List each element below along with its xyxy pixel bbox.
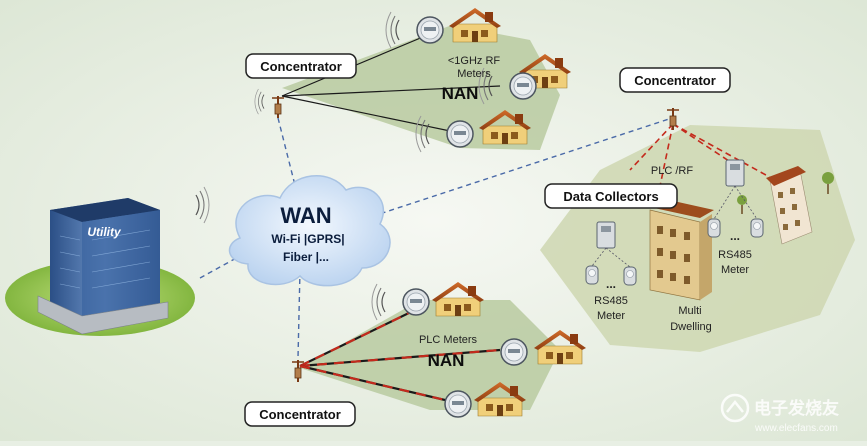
watermark: 电子发烧友 www.elecfans.com: [720, 393, 839, 434]
concentrator-right-label: Concentrator: [634, 73, 716, 88]
plc-links-bottom: [299, 309, 501, 406]
utility-label: Utility: [87, 225, 122, 239]
dots-left: ...: [606, 277, 616, 291]
rs485-links: [591, 185, 758, 268]
concentrator-bottom-label: Concentrator: [259, 407, 341, 422]
rf-meters-line-2: Meters: [457, 68, 491, 80]
dots-right: ...: [730, 229, 740, 243]
data-collectors-box: Data Collectors: [544, 183, 678, 209]
watermark-url: www.elecfans.com: [754, 423, 838, 434]
concentrator-top-label: Concentrator: [260, 59, 342, 74]
plc-rf-label: PLC /RF: [651, 165, 693, 177]
rs485-right-line-1: RS485: [718, 249, 752, 261]
wan-title: WAN: [280, 203, 331, 228]
nan-area-top: [282, 25, 560, 150]
data-collector-left: [596, 221, 616, 249]
apartment-building: [737, 166, 834, 245]
data-collectors-label: Data Collectors: [563, 189, 658, 204]
wan-line-1: Wi-Fi |GPRS|: [271, 232, 344, 246]
concentrator-bottom-box: Concentrator: [244, 401, 356, 427]
multi-dwelling-line-2: Dwelling: [670, 321, 712, 333]
data-collector-right: [725, 159, 745, 187]
concentrator-right-box: Concentrator: [619, 67, 731, 93]
rs485-left-line-2: Meter: [597, 310, 625, 322]
multi-dwelling-line-1: Multi: [678, 305, 701, 317]
plc-meters-label: PLC Meters: [419, 334, 478, 346]
wan-cloud: WAN Wi-Fi |GPRS| Fiber |...: [228, 175, 391, 287]
multi-dwelling-building: [645, 198, 714, 301]
rs485-right-line-2: Meter: [721, 264, 749, 276]
wan-line-2: Fiber |...: [283, 250, 329, 264]
rs485-left-line-1: RS485: [594, 295, 628, 307]
utility-building: Utility: [5, 186, 210, 336]
nan-label-top: NAN: [442, 84, 479, 103]
nan-label-bottom: NAN: [428, 351, 465, 370]
concentrator-top-box: Concentrator: [245, 53, 357, 79]
watermark-cn: 电子发烧友: [754, 398, 839, 418]
rf-meters-line-1: <1GHz RF: [448, 55, 501, 67]
